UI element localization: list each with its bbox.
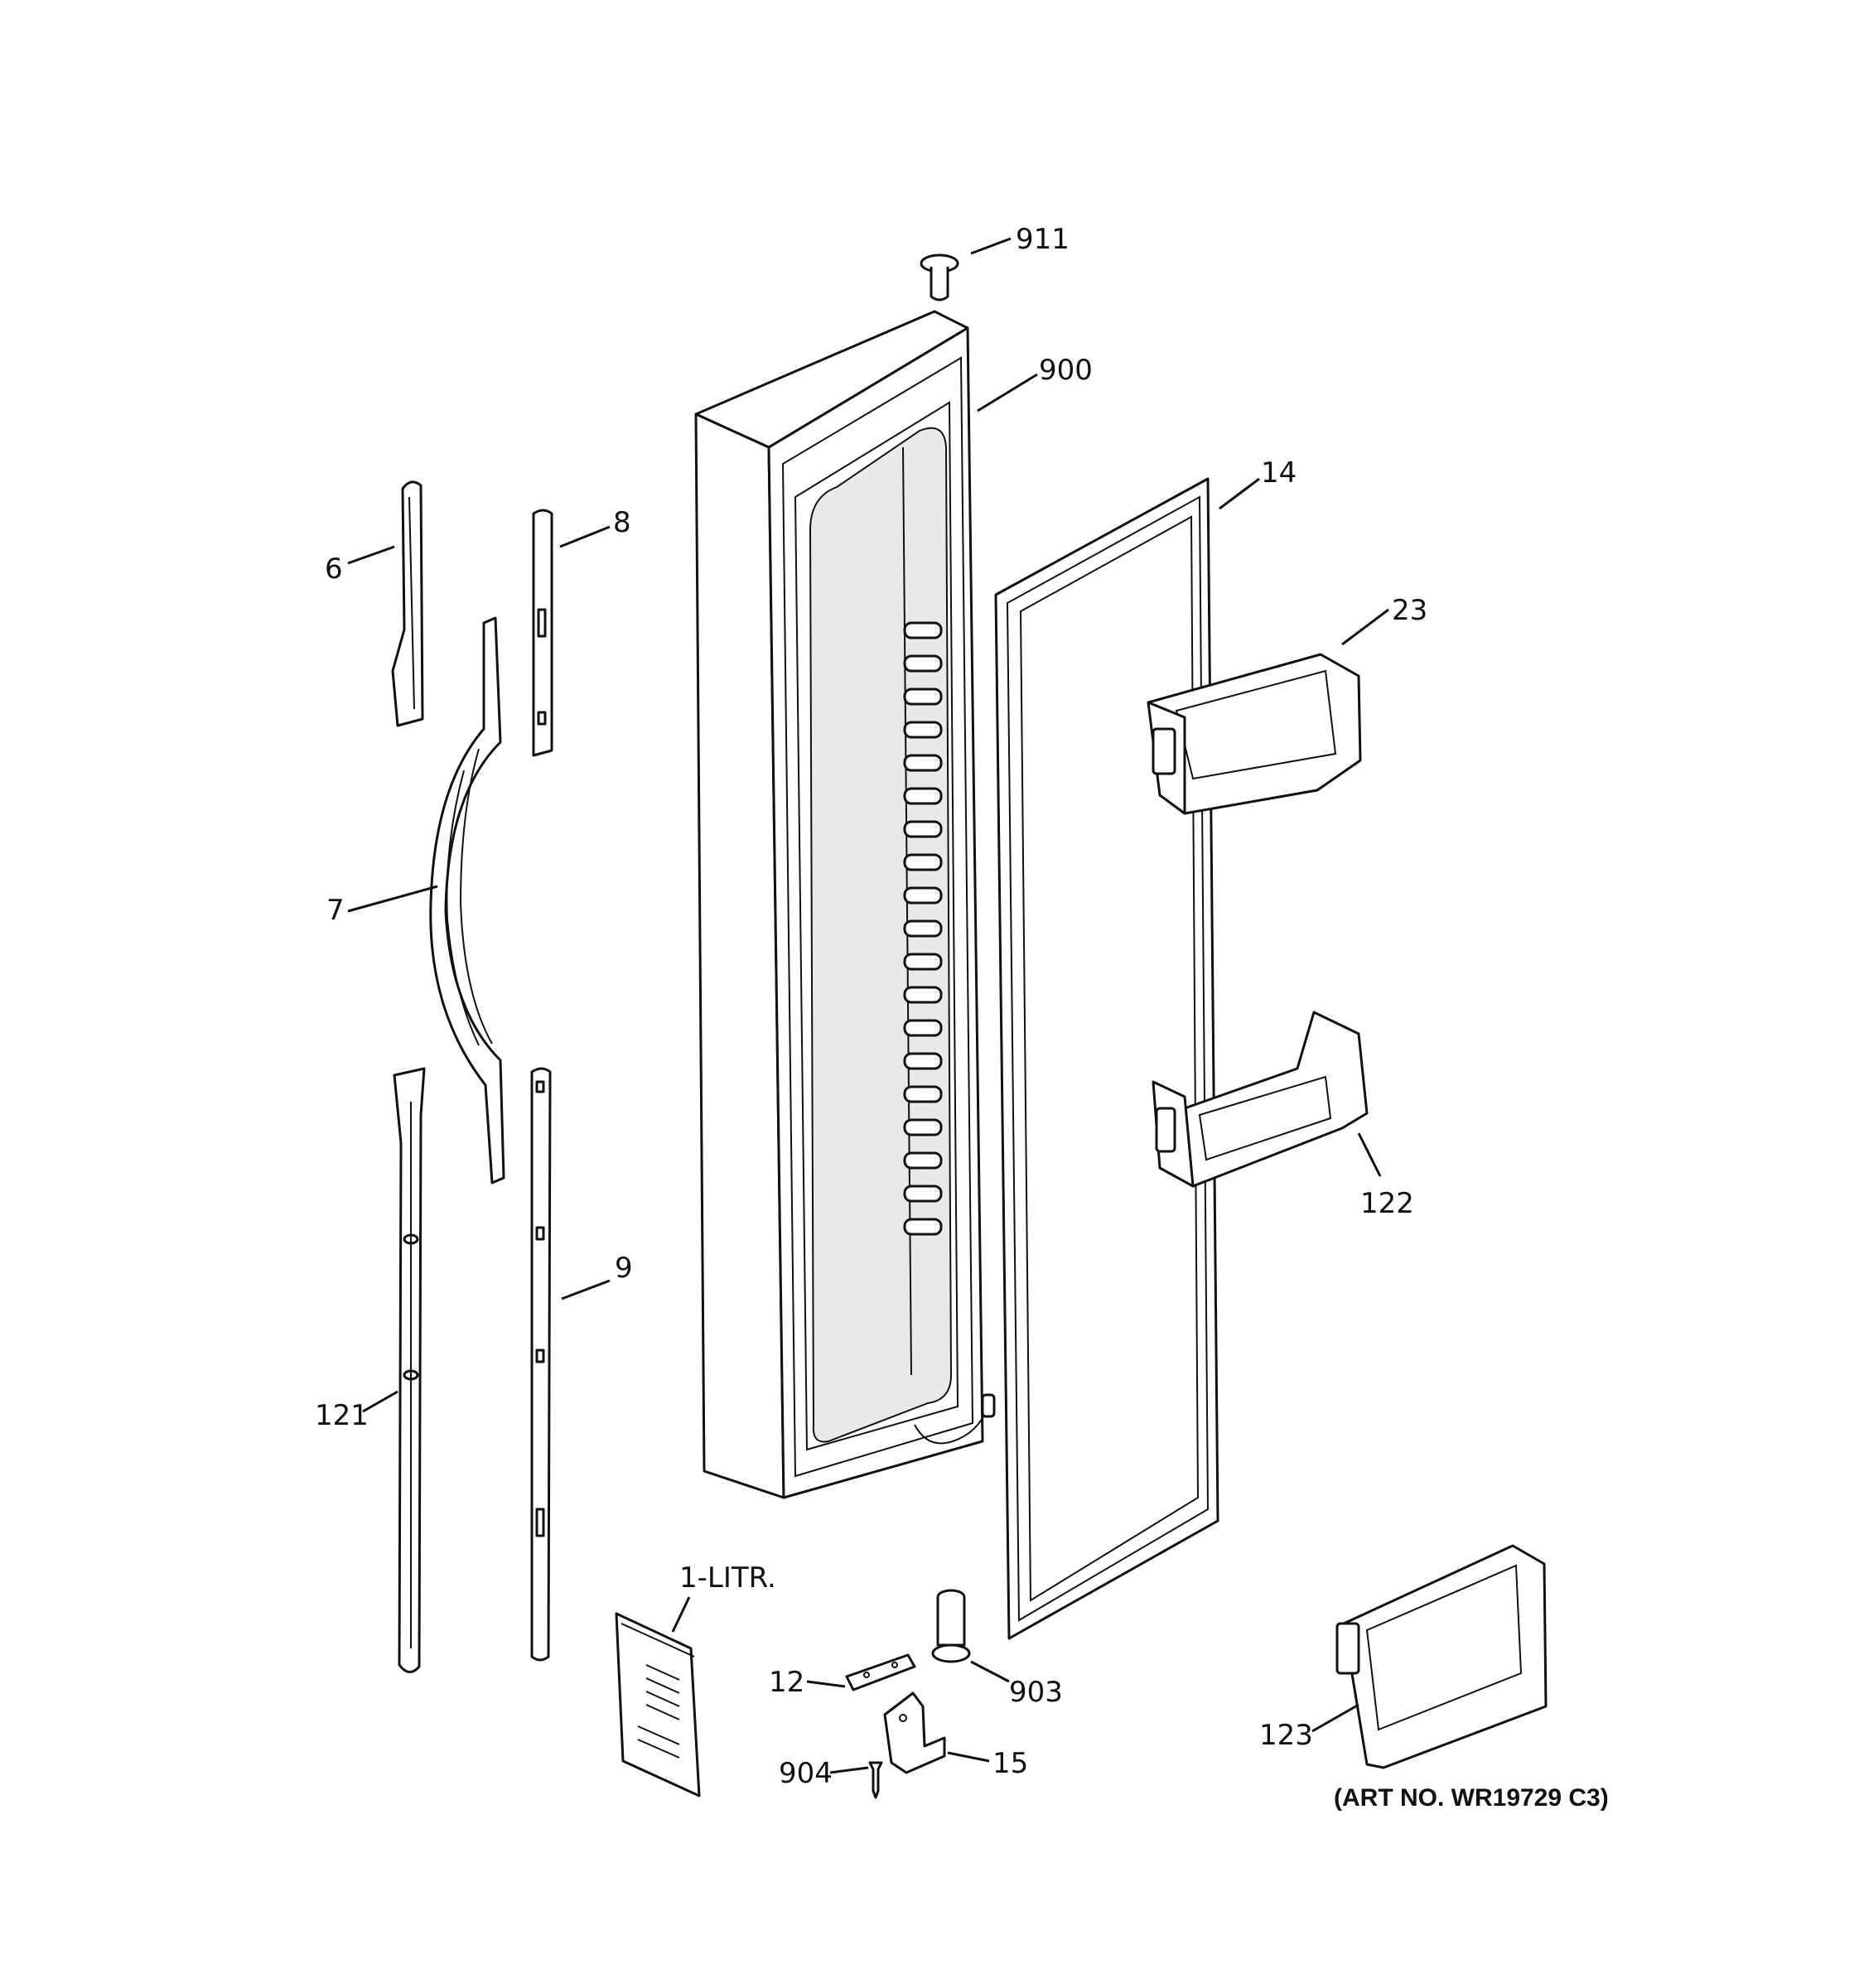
label-6: 6 [325,552,343,586]
part-8-trim-strip [532,509,553,757]
part-7-door-handle [429,616,505,1185]
art-number: (ART NO. WR19729 C3) [1334,1784,1609,1812]
label-900: 900 [1039,354,1093,387]
label-14: 14 [1261,456,1297,490]
label-904: 904 [779,1757,833,1790]
part-23-door-bin [1147,653,1362,815]
part-903-hinge-pin [931,1589,971,1663]
door-shelf-clips [903,621,943,1236]
leader-lines [347,237,1389,1774]
label-23: 23 [1392,594,1427,627]
label-8: 8 [613,506,631,539]
label-7: 7 [326,894,345,927]
label-911: 911 [1016,223,1070,256]
label-121: 121 [315,1399,369,1432]
part-122-door-bin [1152,1011,1369,1188]
part-121-handle-cap [393,1067,426,1673]
part-6-handle-cap [391,480,424,727]
part-900-door [694,310,996,1499]
label-903: 903 [1009,1676,1063,1709]
label-122: 122 [1360,1187,1414,1220]
label-15: 15 [992,1747,1028,1780]
part-1-litr-booklet [615,1612,701,1797]
part-123-door-bin [1335,1544,1548,1769]
part-9-trim-strip [530,1067,552,1662]
label-123: 123 [1259,1719,1313,1752]
part-911-bushing [920,253,959,302]
label-1-litr: 1-LITR. [679,1561,776,1595]
label-12: 12 [769,1666,804,1699]
part-15-hinge-bracket [883,1691,946,1774]
part-labels: 911 900 14 23 6 8 7 122 9 121 1-LITR. 12… [315,223,1609,1812]
part-12-hinge-shim [845,1653,916,1691]
part-904-screw [868,1761,883,1799]
part-14-door-gasket [994,477,1219,1640]
label-9: 9 [615,1252,633,1285]
